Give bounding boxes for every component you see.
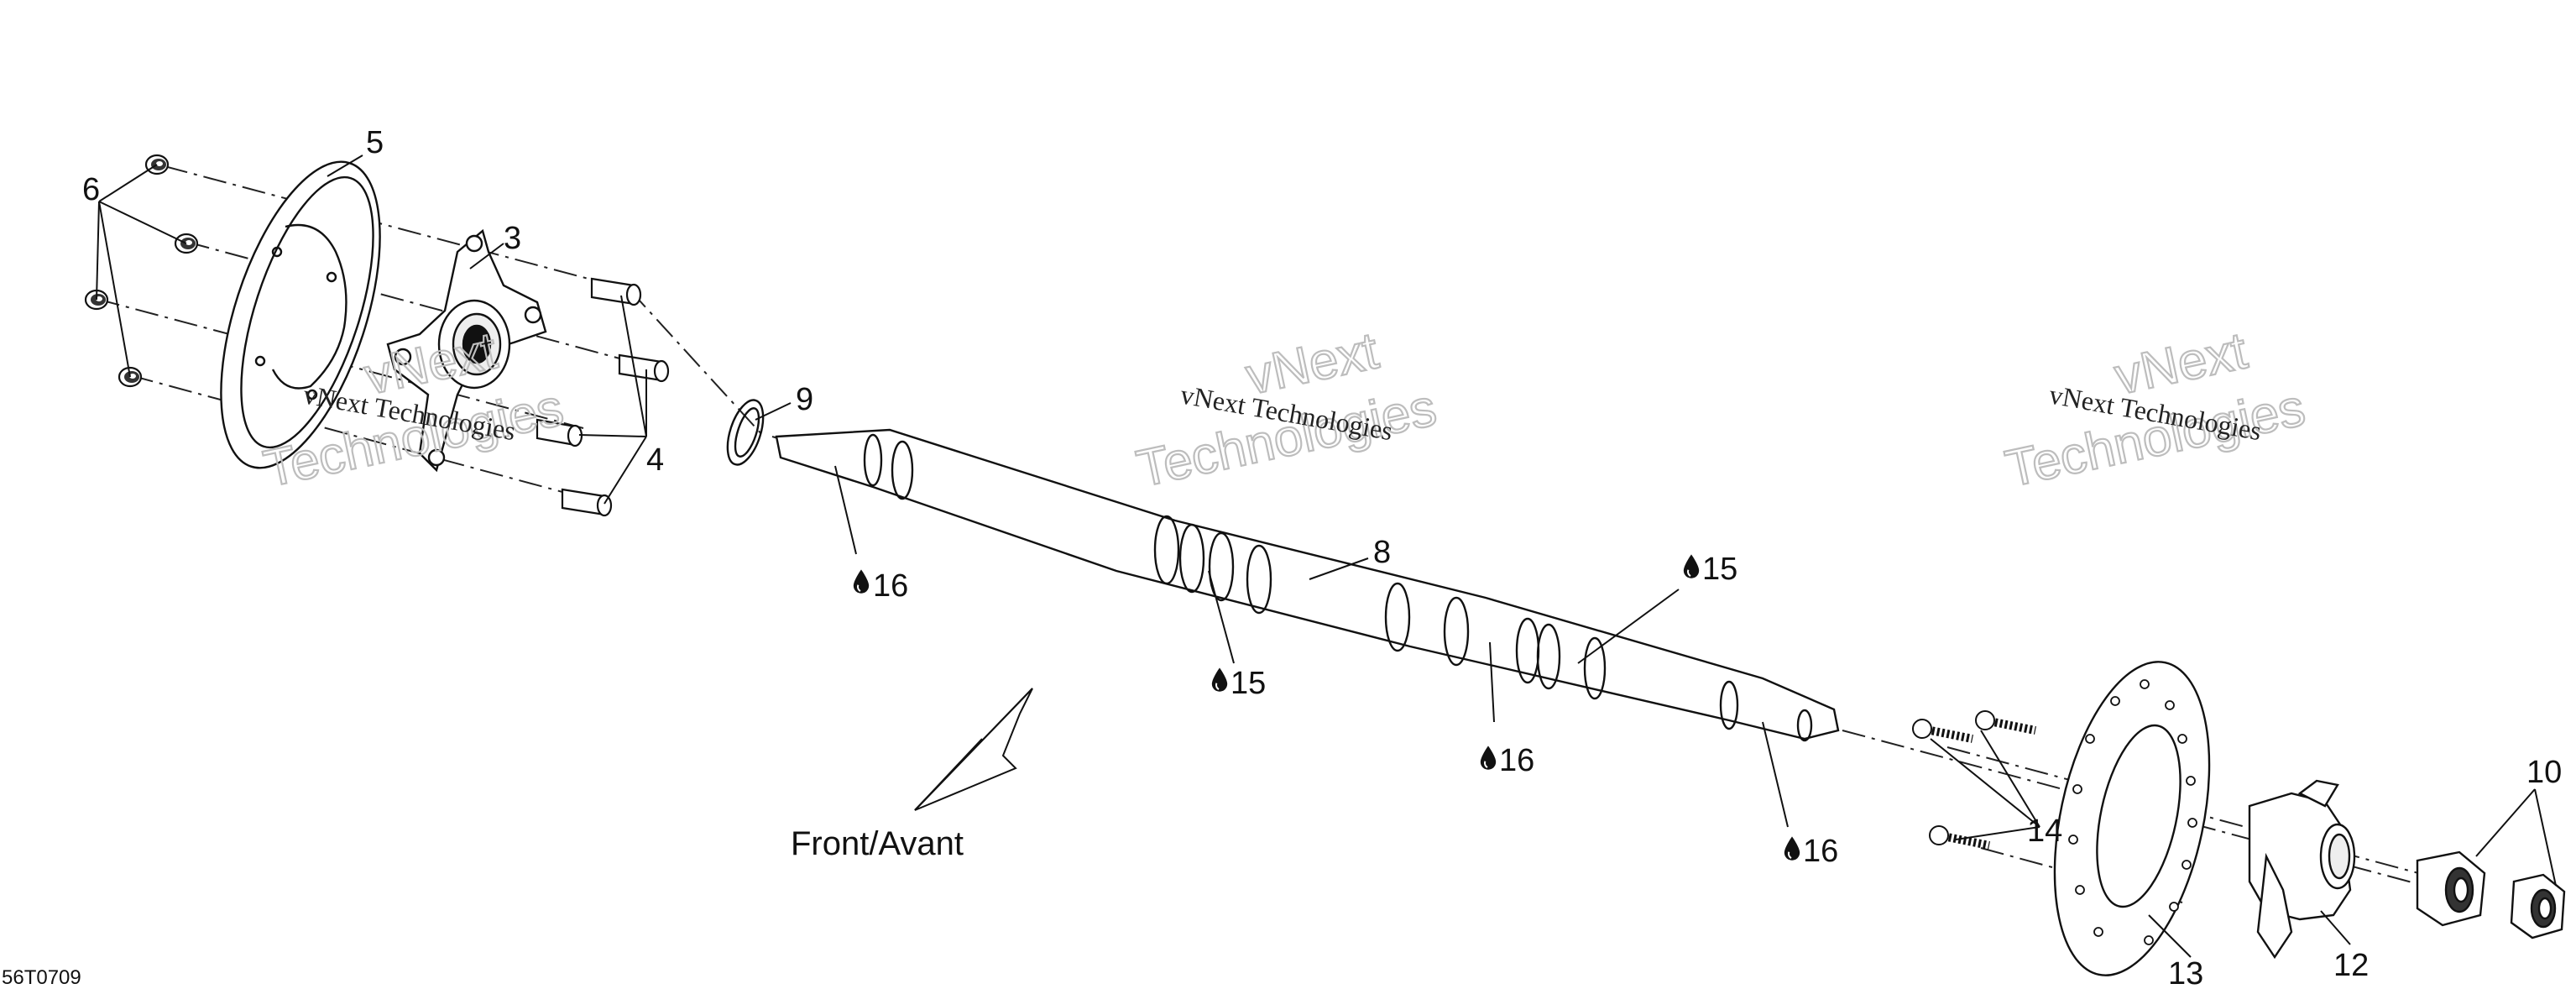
flange-nuts-6 (84, 154, 199, 388)
lubricant-drop-icon (1682, 554, 1701, 579)
lube-16-right: 16 (1803, 834, 1838, 869)
callout-numbers: 5 6 3 4 9 8 14 13 12 10 (82, 125, 2562, 989)
callout-6: 6 (82, 172, 100, 207)
lube-16-mid: 16 (1499, 743, 1534, 778)
callout-12: 12 (2333, 948, 2369, 983)
figure-code: 56T0709 (2, 966, 81, 989)
o-ring-9 (726, 399, 765, 466)
drive-axle-8 (775, 428, 1840, 742)
lube-15-right: 15 (1702, 552, 1737, 587)
callout-5: 5 (366, 125, 384, 160)
axle-nuts-10 (2416, 850, 2566, 939)
callout-10: 10 (2526, 755, 2562, 790)
front-direction-label: Front/Avant (791, 825, 964, 862)
callout-3: 3 (504, 221, 521, 256)
callout-14: 14 (2027, 814, 2062, 849)
hub-3 (386, 228, 547, 473)
leader-lines (96, 154, 2557, 958)
lubricant-drop-icon (852, 569, 870, 594)
lubricant-drop-icon (1210, 667, 1229, 693)
watermark-right: vNext Technologies vNext Technologies (1999, 321, 2311, 500)
callout-8: 8 (1373, 535, 1391, 570)
callout-13: 13 (2168, 956, 2203, 989)
lube-15-mid: 15 (1231, 666, 1266, 701)
lubricant-drop-icon (1783, 836, 1801, 861)
bolts-4 (536, 277, 670, 517)
watermark-center: vNext Technologies vNext Technologies (1131, 321, 1442, 500)
lubricant-callouts: 16 15 16 15 16 (852, 552, 1838, 869)
lubricant-drop-icon (1479, 746, 1497, 771)
sprocket-disc-5 (220, 160, 381, 469)
callout-9: 9 (796, 382, 813, 417)
brake-bolts-14 (1912, 710, 2036, 850)
lube-16-left: 16 (873, 568, 908, 604)
front-direction-arrow-icon (914, 688, 1033, 811)
brake-disc-13 (2053, 661, 2211, 976)
callout-4: 4 (646, 442, 664, 478)
hub-12 (2248, 779, 2356, 960)
